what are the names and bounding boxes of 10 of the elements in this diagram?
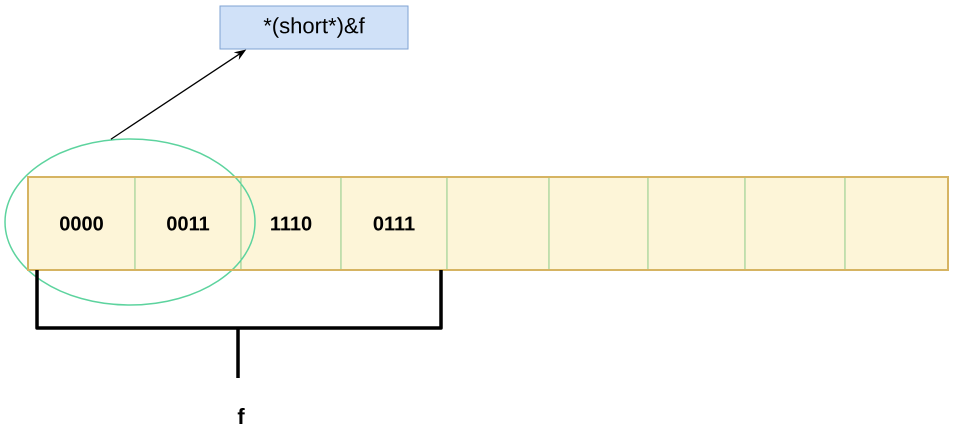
memory-cell: [844, 176, 948, 270]
label-box: *(short*)&f: [220, 6, 408, 50]
highlight-ellipse: [4, 138, 256, 306]
variable-label: f: [238, 408, 245, 424]
memory-cell: 1110: [240, 176, 342, 270]
memory-cell: 0111: [340, 176, 448, 270]
memory-cell: [648, 176, 746, 270]
memory-cell: [548, 176, 648, 270]
memory-cell: [446, 176, 550, 270]
memory-cell: [744, 176, 846, 270]
